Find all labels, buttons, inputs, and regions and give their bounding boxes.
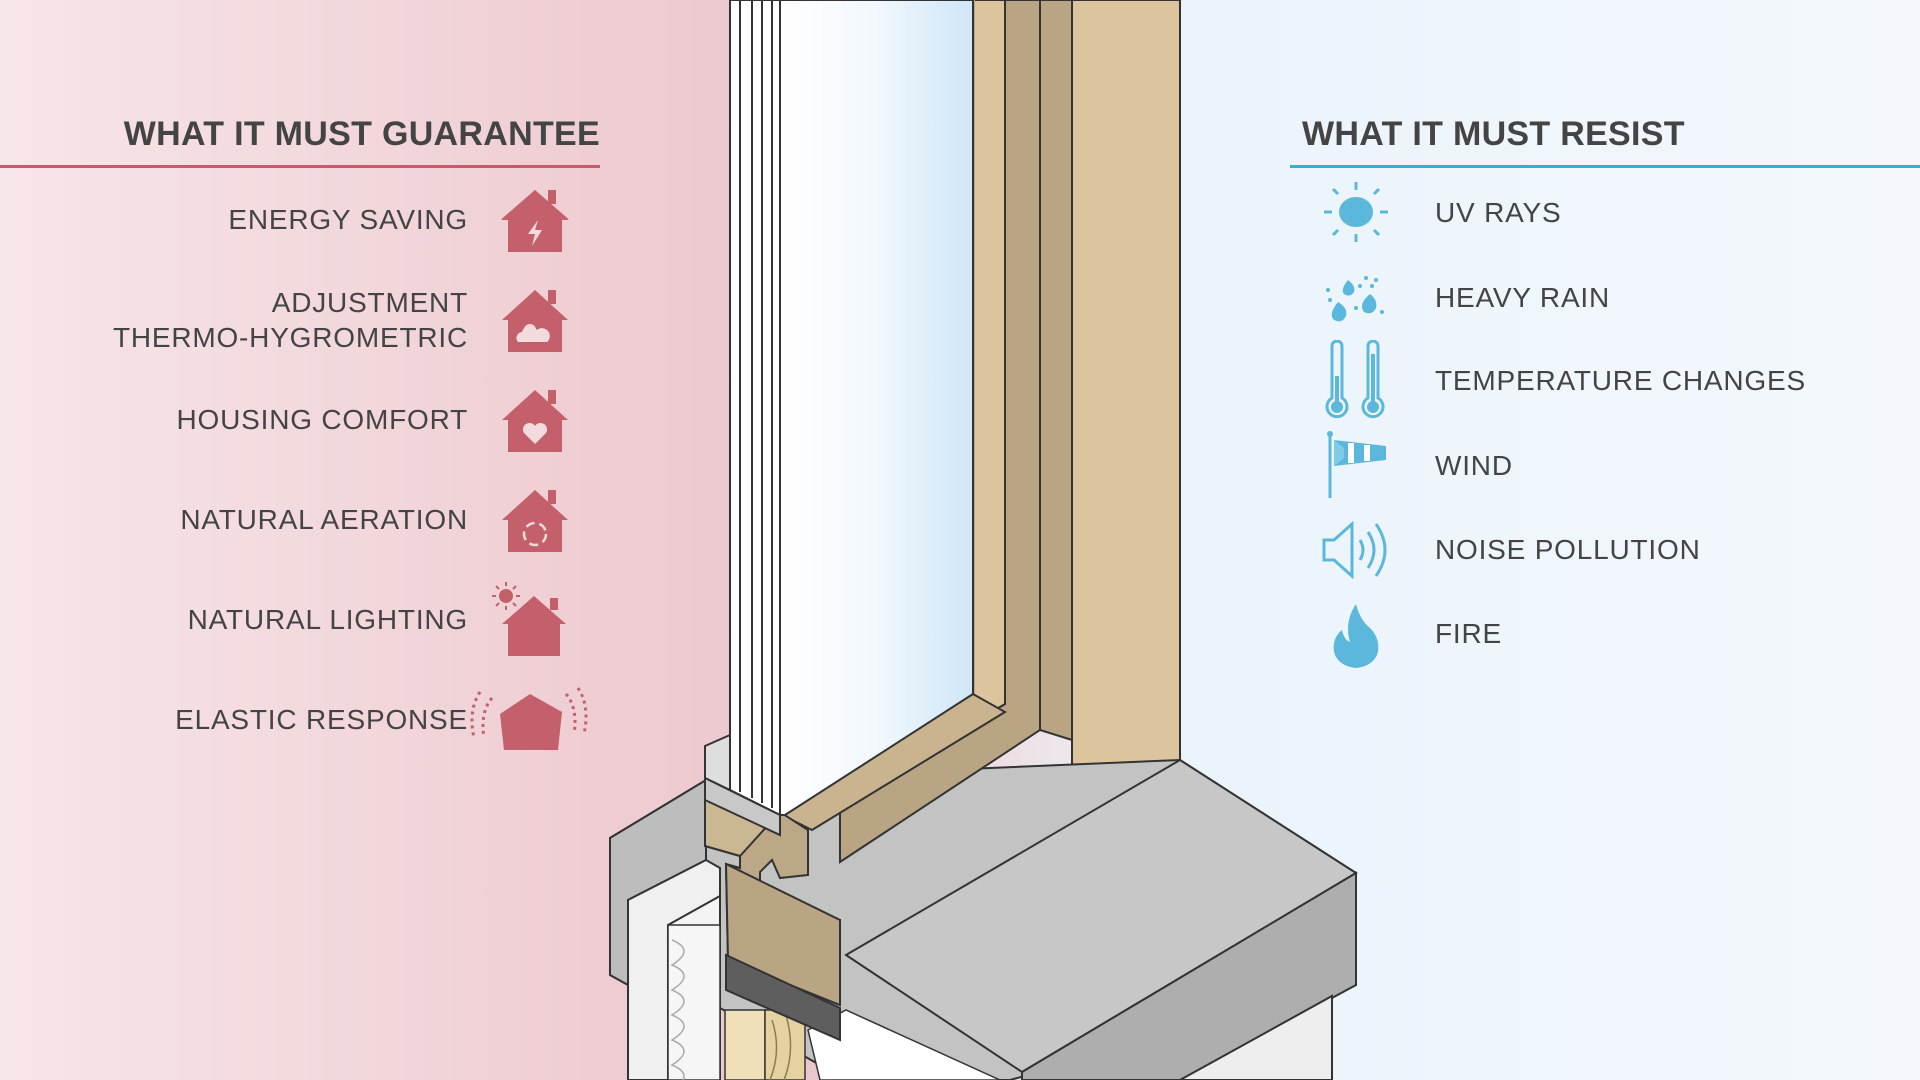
- house-cloud-icon: [502, 290, 568, 352]
- guarantee-item-natural-aeration: NATURAL AERATION: [180, 502, 468, 537]
- guarantee-title: WHAT IT MUST GUARANTEE: [123, 115, 600, 153]
- guarantee-item-natural-lighting: NATURAL LIGHTING: [188, 602, 468, 637]
- guarantee-item-thermo-hygrometric: ADJUSTMENT THERMO-HYGROMETRIC: [113, 285, 468, 355]
- guarantee-item-housing-comfort: HOUSING COMFORT: [177, 402, 468, 437]
- resist-item-wind: WIND: [1435, 448, 1513, 483]
- resist-item-heavy-rain: HEAVY RAIN: [1435, 280, 1610, 315]
- windsock-icon: [1327, 431, 1386, 498]
- resist-label: TEMPERATURE CHANGES: [1435, 365, 1806, 396]
- resist-item-fire: FIRE: [1435, 616, 1502, 651]
- house-cycle-icon: [502, 490, 568, 552]
- glazing-strips: [704, 0, 781, 837]
- house-lightning-icon: [500, 190, 570, 252]
- guarantee-item-elastic-response: ELASTIC RESPONSE: [175, 702, 468, 737]
- house-sun-icon: [492, 582, 566, 656]
- glass-pane: [779, 0, 974, 816]
- resist-underline: [1290, 165, 1920, 168]
- resist-label: WIND: [1435, 450, 1513, 481]
- resist-item-uv-rays: UV RAYS: [1435, 195, 1561, 230]
- guarantee-label: ENERGY SAVING: [228, 204, 468, 235]
- guarantee-underline: [0, 165, 600, 168]
- guarantee-label: NATURAL AERATION: [180, 504, 468, 535]
- guarantee-label: NATURAL LIGHTING: [187, 604, 468, 635]
- house-vibration-icon: [470, 687, 588, 750]
- resist-label: HEAVY RAIN: [1435, 282, 1611, 313]
- resist-label: UV RAYS: [1435, 197, 1562, 228]
- resist-label: FIRE: [1435, 618, 1502, 649]
- resist-title: WHAT IT MUST RESIST: [1302, 115, 1685, 153]
- rain-drops-icon: [1326, 276, 1384, 322]
- thermometers-icon: [1325, 340, 1385, 419]
- guarantee-label-line2: THERMO-HYGROMETRIC: [112, 322, 468, 353]
- outer-frame: [1039, 0, 1181, 822]
- resist-item-noise-pollution: NOISE POLLUTION: [1435, 532, 1701, 567]
- house-heart-icon: [502, 390, 568, 452]
- sun-icon: [1324, 182, 1388, 242]
- guarantee-label-line1: ADJUSTMENT: [271, 287, 468, 318]
- flame-icon: [1333, 604, 1379, 668]
- guarantee-item-energy-saving: ENERGY SAVING: [228, 202, 468, 237]
- resist-item-temperature-changes: TEMPERATURE CHANGES: [1435, 363, 1806, 398]
- speaker-icon: [1322, 520, 1387, 580]
- guarantee-label: HOUSING COMFORT: [176, 404, 468, 435]
- resist-label: NOISE POLLUTION: [1435, 534, 1701, 565]
- guarantee-label: ELASTIC RESPONSE: [175, 704, 468, 735]
